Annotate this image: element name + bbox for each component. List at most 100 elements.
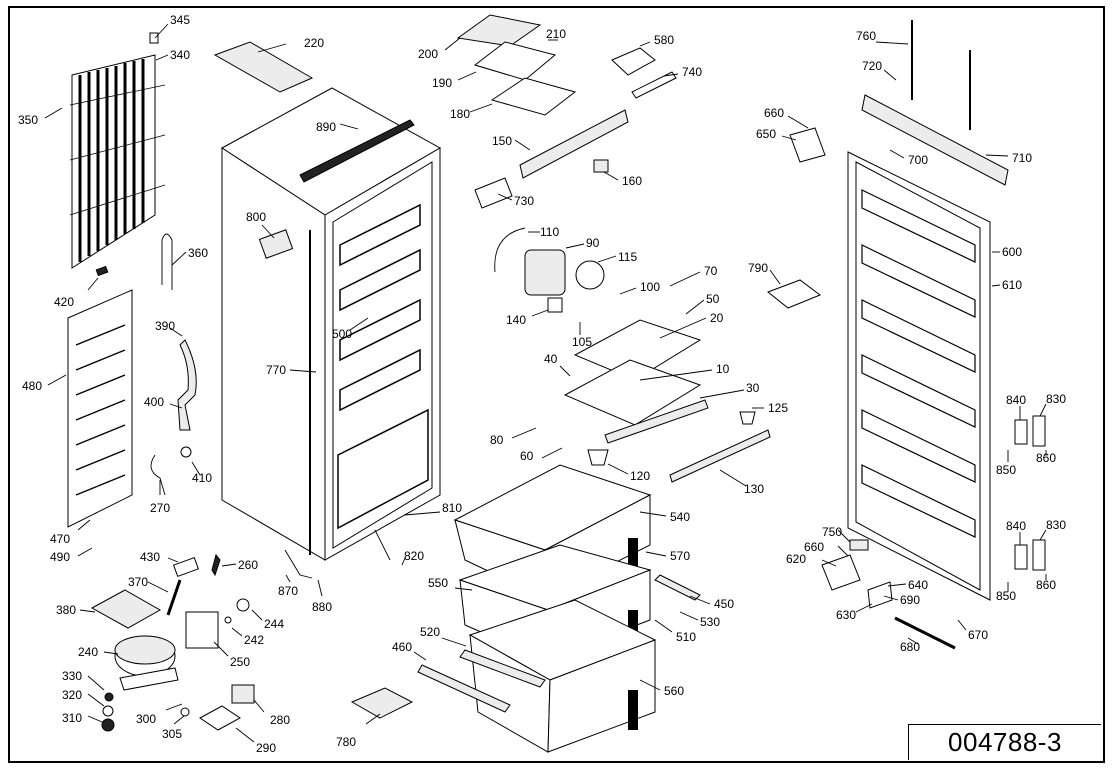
drawing-frame	[8, 6, 1105, 763]
callout-540: 540	[670, 510, 690, 524]
callout-660a: 660	[764, 106, 784, 120]
callout-660b: 660	[804, 540, 824, 554]
callout-labels: 345 340 350 220 890 800 360 420 390 500 …	[18, 13, 1066, 755]
callout-520: 520	[420, 625, 440, 639]
rail-450-part	[654, 574, 701, 601]
callout-560: 560	[664, 684, 684, 698]
leader-lines	[44, 23, 1047, 743]
part-180	[490, 77, 577, 116]
callout-700: 700	[908, 153, 928, 167]
callout-780: 780	[336, 735, 356, 749]
part-150	[519, 109, 629, 179]
callout-670: 670	[968, 628, 988, 642]
callout-350: 350	[18, 113, 38, 127]
callout-800: 800	[246, 210, 266, 224]
callout-200: 200	[418, 47, 438, 61]
drawing-id-box: 004788-3	[908, 724, 1101, 760]
clip-420-part	[95, 265, 109, 277]
callout-830b: 830	[1046, 518, 1066, 532]
callout-340: 340	[170, 48, 190, 62]
callout-610: 610	[1002, 278, 1022, 292]
callout-250: 250	[230, 655, 250, 669]
callout-60: 60	[520, 449, 534, 463]
callout-180: 180	[450, 107, 470, 121]
callout-770: 770	[266, 363, 286, 377]
part-730	[474, 177, 513, 209]
callout-730: 730	[514, 194, 534, 208]
back-plate-part	[67, 289, 133, 528]
callout-240: 240	[78, 645, 98, 659]
callout-105: 105	[572, 335, 592, 349]
part-790	[767, 279, 822, 309]
callout-244: 244	[264, 617, 284, 631]
callout-500: 500	[332, 327, 352, 341]
callout-580: 580	[654, 33, 674, 47]
part-290	[199, 705, 241, 731]
callout-640: 640	[908, 578, 928, 592]
callout-90: 90	[586, 236, 600, 250]
door-part	[847, 151, 991, 601]
callout-790: 790	[748, 261, 768, 275]
callout-370: 370	[128, 575, 148, 589]
handle-830a-part	[1032, 415, 1046, 447]
callout-140: 140	[506, 313, 526, 327]
callout-242: 242	[244, 633, 264, 647]
handle-840b-part	[1014, 544, 1028, 570]
part-330	[104, 692, 114, 702]
drawing-id: 004788-3	[948, 727, 1062, 757]
callout-290: 290	[256, 741, 276, 755]
callout-750: 750	[822, 525, 842, 539]
callout-70: 70	[704, 264, 718, 278]
callout-320: 320	[62, 688, 82, 702]
callout-690: 690	[900, 593, 920, 607]
handle-840a-part	[1014, 419, 1028, 445]
callout-210: 210	[546, 27, 566, 41]
callout-740: 740	[682, 65, 702, 79]
callout-160: 160	[622, 174, 642, 188]
callout-390: 390	[155, 319, 175, 333]
cabinet-part	[221, 87, 442, 561]
part-740	[631, 71, 677, 99]
part-90	[524, 249, 566, 296]
callout-400: 400	[144, 395, 164, 409]
cable-270-part	[150, 454, 166, 496]
part-320	[102, 705, 114, 717]
callout-710: 710	[1012, 151, 1032, 165]
callout-40: 40	[544, 352, 558, 366]
callout-510: 510	[676, 630, 696, 644]
callout-570: 570	[670, 549, 690, 563]
callout-430: 430	[140, 550, 160, 564]
callout-110: 110	[540, 225, 559, 239]
callout-850a: 850	[996, 463, 1016, 477]
callout-100: 100	[640, 280, 660, 294]
callout-830a: 830	[1046, 392, 1066, 406]
callout-270: 270	[150, 501, 170, 515]
callout-810: 810	[442, 501, 462, 515]
callout-220: 220	[304, 36, 324, 50]
callout-310: 310	[62, 711, 82, 725]
callout-820: 820	[404, 549, 424, 563]
callout-120: 120	[630, 469, 650, 483]
callout-450: 450	[714, 597, 734, 611]
part-110	[494, 227, 526, 273]
callout-130: 130	[744, 482, 764, 496]
callout-840a: 840	[1006, 393, 1026, 407]
callout-190: 190	[432, 76, 452, 90]
callout-260: 260	[238, 558, 258, 572]
handle-830b-part	[1032, 539, 1046, 571]
callout-850b: 850	[996, 589, 1016, 603]
part-30	[604, 399, 709, 444]
rail-460-part	[417, 664, 511, 713]
callout-80: 80	[490, 433, 504, 447]
hinge-top-part	[789, 20, 1009, 186]
pipe-360-part	[161, 233, 173, 290]
part-305	[180, 707, 190, 717]
callout-650: 650	[756, 127, 776, 141]
callout-460: 460	[392, 640, 412, 654]
part-190	[473, 41, 557, 81]
compressor-part	[90, 589, 179, 691]
part-242	[224, 616, 232, 624]
callout-20: 20	[710, 311, 724, 325]
callout-380: 380	[56, 603, 76, 617]
callout-550: 550	[428, 576, 448, 590]
